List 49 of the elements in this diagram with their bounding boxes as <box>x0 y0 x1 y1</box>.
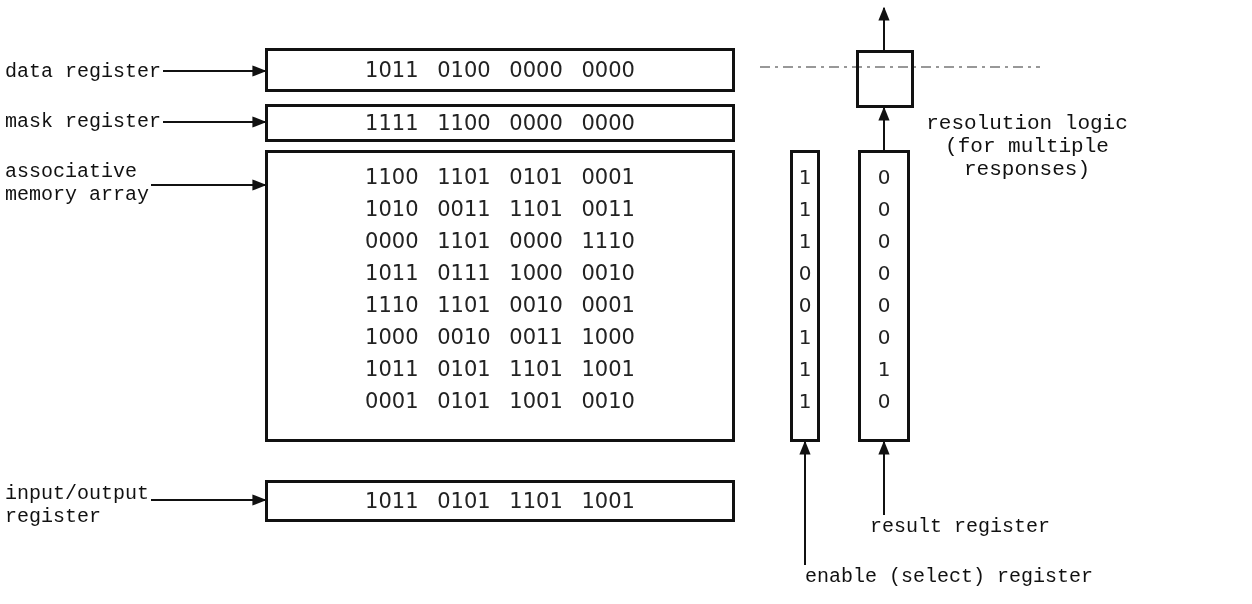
bit-column-box <box>790 150 820 442</box>
register-box <box>265 104 735 142</box>
resolution-logic-box <box>856 50 914 108</box>
bit-value: 0 <box>876 196 892 223</box>
register-label: enable (select) register <box>805 565 1095 588</box>
bit-row-text: 0001 0101 1001 0010 <box>364 388 636 415</box>
bit-row-text: 1111 1100 0000 0000 <box>364 110 636 137</box>
bit-value: 1 <box>797 388 813 415</box>
bit-value: 0 <box>876 388 892 415</box>
arrow <box>878 440 890 516</box>
bit-value: 0 <box>797 292 813 319</box>
bit-row-text: 0000 1101 0000 1110 <box>364 228 636 255</box>
bit-value: 0 <box>876 164 892 191</box>
bit-value: 1 <box>797 164 813 191</box>
annotation-text: resolution logic (for multiple responses) <box>925 112 1129 181</box>
bit-value: 0 <box>876 292 892 319</box>
arrow <box>162 116 267 128</box>
register-label: mask register <box>5 110 163 133</box>
bit-value: 1 <box>797 228 813 255</box>
register-box <box>265 480 735 522</box>
bit-row-text: 1000 0010 0011 1000 <box>364 324 636 351</box>
bit-value: 1 <box>797 356 813 383</box>
bit-value: 1 <box>797 324 813 351</box>
bit-value: 0 <box>876 228 892 255</box>
bit-row-text: 1011 0111 1000 0010 <box>364 260 636 287</box>
bit-value: 1 <box>797 196 813 223</box>
bit-row-text: 1011 0101 1101 1001 <box>364 488 636 515</box>
register-label: result register <box>870 515 1052 538</box>
register-box <box>265 48 735 92</box>
register-label: associative memory array <box>5 160 151 206</box>
arrow <box>162 65 267 77</box>
bit-value: 0 <box>797 260 813 287</box>
arrow <box>878 106 890 151</box>
bit-value: 1 <box>876 356 892 383</box>
arrow <box>150 494 267 506</box>
bit-value: 0 <box>876 324 892 351</box>
bit-row-text: 1011 0100 0000 0000 <box>364 57 636 84</box>
arrow <box>150 179 267 191</box>
bit-column-box <box>858 150 910 442</box>
register-label: input/output register <box>5 482 151 528</box>
bit-row-text: 1110 1101 0010 0001 <box>364 292 636 319</box>
bit-row-text: 1010 0011 1101 0011 <box>364 196 636 223</box>
arrow <box>878 6 890 51</box>
arrow <box>799 440 811 566</box>
bit-row-text: 1011 0101 1101 1001 <box>364 356 636 383</box>
bit-value: 0 <box>876 260 892 287</box>
bit-row-text: 1100 1101 0101 0001 <box>364 164 636 191</box>
memory-array-box <box>265 150 735 442</box>
register-label: data register <box>5 60 163 83</box>
